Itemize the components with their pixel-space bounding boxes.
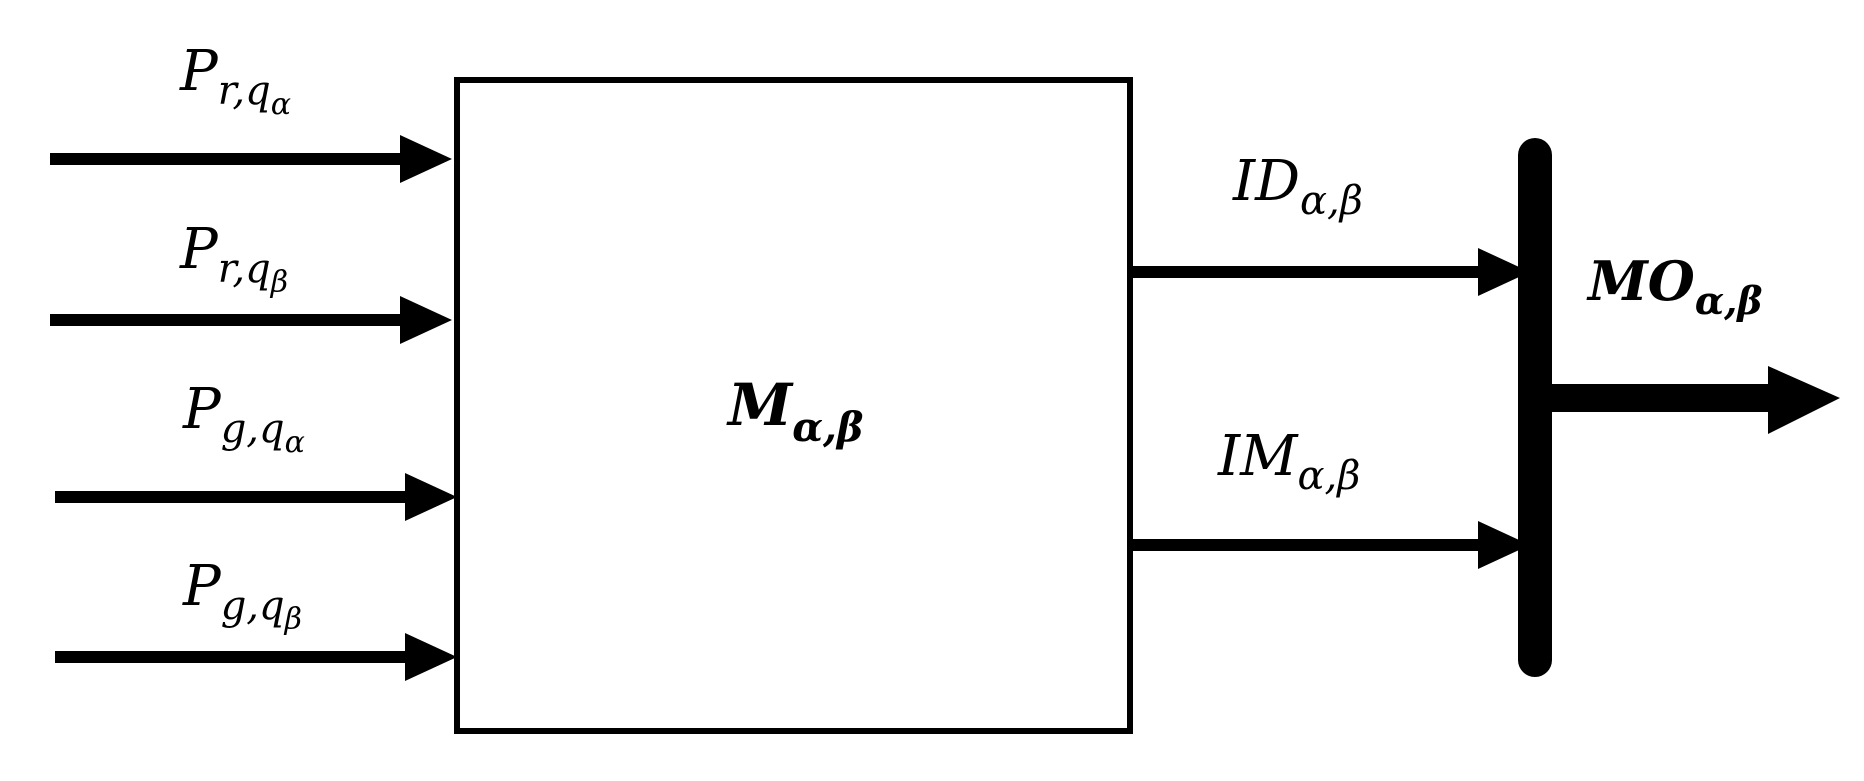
combiner-label: MOα,β xyxy=(1586,249,1763,323)
output-label-1: IDα,β xyxy=(1232,149,1363,224)
final-output-arrow xyxy=(1550,366,1840,434)
input-label-2: Pr,qβ xyxy=(179,217,288,300)
input-arrow-4 xyxy=(55,633,457,681)
input-arrow-2 xyxy=(50,296,452,344)
input-label-1: Pr,qα xyxy=(179,39,291,122)
input-label-3: Pg,qα xyxy=(182,377,305,460)
input-arrow-1 xyxy=(50,135,452,183)
input-arrow-3 xyxy=(55,473,457,521)
block-label: Mα,β xyxy=(726,371,863,451)
input-label-4: Pg,qβ xyxy=(182,554,302,637)
output-label-2: IMα,β xyxy=(1217,424,1360,499)
output-arrow-1 xyxy=(1130,248,1530,296)
processing-block xyxy=(454,77,1133,734)
output-arrow-2 xyxy=(1130,521,1530,569)
